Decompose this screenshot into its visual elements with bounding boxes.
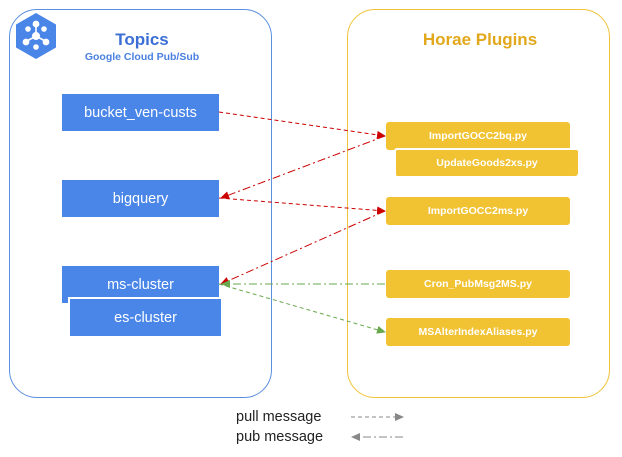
plugins-title: Horae Plugins [422, 30, 538, 49]
plugin-node: ImportGOCC2bq.py [386, 122, 570, 150]
pubsub-logo-icon [16, 13, 56, 59]
topic-node: es-cluster [68, 297, 221, 336]
topic-node: bigquery [62, 180, 219, 217]
edge-pull [218, 111, 386, 139]
plugin-node: ImportGOCC2ms.py [386, 197, 570, 225]
legend-pub-label: pub message [236, 429, 324, 445]
topic-node: ms-cluster [62, 266, 219, 303]
topics-subtitle: Google Cloud Pub/Sub [84, 51, 200, 63]
plugin-node: Cron_PubMsg2MS.py [386, 270, 570, 298]
edge-pull [218, 283, 386, 334]
edge-pub [220, 210, 386, 285]
plugin-node: UpdateGoods2xs.py [394, 148, 578, 176]
edge-pull [218, 197, 386, 215]
plugin-node: MSAlterIndexAliases.py [386, 318, 570, 346]
legend-pull-label: pull message [236, 409, 322, 425]
topic-node: bucket_ven-custs [62, 94, 219, 131]
topics-title: Topics [115, 30, 169, 49]
edge-pub [220, 135, 386, 199]
